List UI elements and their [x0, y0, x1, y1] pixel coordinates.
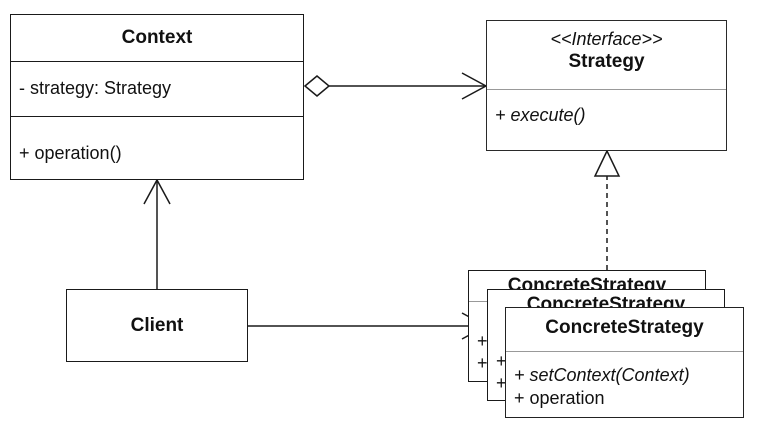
- strategy-method: + execute(): [487, 89, 726, 144]
- hollow-triangle-icon: [593, 149, 621, 177]
- concrete-stub-plus: +: [477, 331, 488, 351]
- aggregation-connector: [303, 72, 488, 100]
- realization-connector: [593, 149, 621, 270]
- context-method: + operation(): [11, 116, 303, 179]
- concrete-method-operation: + operation: [514, 388, 605, 408]
- strategy-method-label: + execute(): [495, 105, 586, 125]
- concrete-method-setcontext: + setContext(Context): [514, 365, 690, 385]
- concrete-stub-plus: +: [477, 353, 488, 373]
- client-class: Client: [66, 289, 248, 362]
- context-class: Context - strategy: Strategy + operation…: [10, 14, 304, 180]
- concrete-stub-plus: +: [496, 373, 507, 393]
- context-attribute: - strategy: Strategy: [11, 61, 303, 116]
- concrete-stub-plus: +: [496, 351, 507, 371]
- strategy-title: Strategy: [568, 51, 645, 72]
- strategy-interface: <<Interface>> Strategy + execute(): [486, 20, 727, 151]
- client-context-connector: [143, 178, 171, 289]
- client-title: Client: [130, 315, 184, 336]
- open-arrow-icon: [143, 178, 171, 205]
- aggregation-diamond-icon: [303, 75, 331, 97]
- concrete-strategy-class: ConcreteStrategy + setContext(Context) +…: [505, 307, 744, 418]
- client-concrete-connector: [248, 312, 488, 340]
- strategy-stereotype: <<Interface>>: [550, 29, 663, 49]
- context-class-title: Context: [121, 27, 193, 48]
- concrete-strategy-title: ConcreteStrategy: [545, 317, 704, 338]
